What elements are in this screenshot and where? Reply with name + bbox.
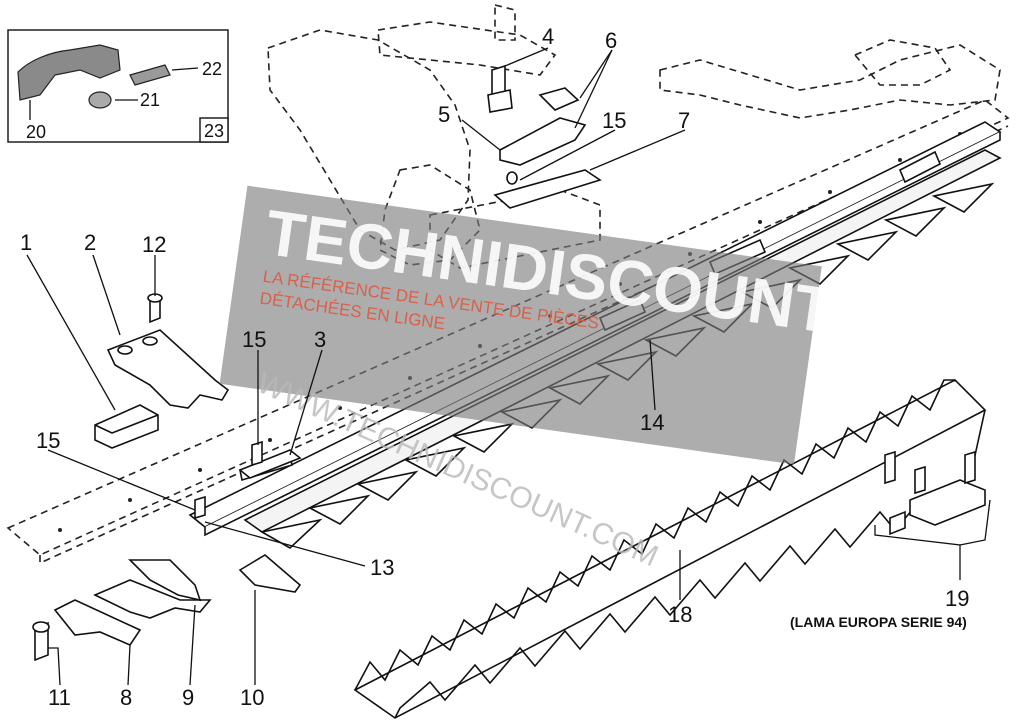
watermark: TECHNIDISCOUNT LA RÉFÉRENCE DE LA VENTE … <box>219 185 838 465</box>
label-10: 10 <box>240 685 264 710</box>
label-2: 2 <box>84 230 96 255</box>
label-6: 6 <box>605 28 617 53</box>
leader-lines <box>26 47 991 686</box>
label-14: 14 <box>640 410 664 435</box>
inset-box <box>7 29 229 143</box>
label-23: 23 <box>204 121 224 141</box>
part-labels: 1 2 3 4 5 6 7 8 9 10 11 12 13 14 15 15 1… <box>20 24 969 710</box>
label-13: 13 <box>370 555 394 580</box>
label-9: 9 <box>182 685 194 710</box>
label-15-c: 15 <box>602 108 626 133</box>
label-19: 19 <box>945 586 969 611</box>
label-5: 5 <box>438 102 450 127</box>
label-11: 11 <box>48 685 71 710</box>
clamp-bracket <box>94 293 302 520</box>
label-7: 7 <box>678 108 690 133</box>
label-20: 20 <box>26 122 46 142</box>
top-hardware <box>487 64 602 209</box>
adapter-19 <box>884 450 986 536</box>
guard-plates <box>32 554 302 662</box>
label-21: 21 <box>140 90 160 110</box>
label-15-b: 15 <box>36 428 60 453</box>
label-15-a: 15 <box>242 327 266 352</box>
label-3: 3 <box>314 327 326 352</box>
knife-section-18 <box>353 379 987 719</box>
label-22: 22 <box>202 59 222 79</box>
label-12: 12 <box>142 232 166 257</box>
label-18: 18 <box>668 602 692 627</box>
label-8: 8 <box>120 685 132 710</box>
note-lama-europa: (LAMA EUROPA SERIE 94) <box>790 614 967 630</box>
label-1: 1 <box>20 230 32 255</box>
label-4: 4 <box>542 24 554 49</box>
